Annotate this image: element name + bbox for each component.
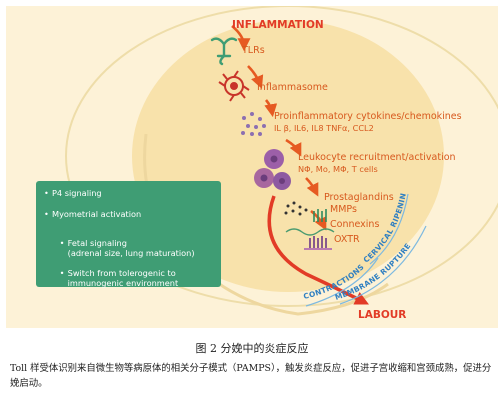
stage-leukocyte: Leukocyte recruitment/activation [298, 152, 456, 163]
stage-leukocyte-detail: NΦ, Mo, MΦ, T cells [298, 164, 378, 174]
stage-cytokines: Proinflammatory cytokines/chemokines [274, 111, 462, 122]
figure-title: INFLAMMATION [232, 19, 324, 31]
mmp-icon [313, 209, 327, 222]
stage-inflammasome: Inflammasome [257, 82, 328, 93]
bullet-icon: • [59, 238, 65, 249]
side-item-myometrial: •Myometrial activation [44, 209, 142, 219]
pathway-arcs [305, 193, 427, 307]
stage-cytokines-detail: IL β, IL6, IL8 TNFα, CCL2 [274, 123, 374, 133]
connexin-icon [285, 228, 335, 236]
tlr-receptor-icon [210, 37, 238, 66]
leukocyte-cells-icon [254, 149, 291, 190]
labour-label: LABOUR [358, 309, 407, 321]
cytokine-dots-icon [241, 112, 266, 136]
figure-caption: 图 2 分娩中的炎症反应 [195, 342, 309, 355]
bullet-icon: • [44, 209, 49, 219]
stage-oxtr: OXTR [334, 234, 360, 245]
prostaglandin-dots-icon [284, 201, 308, 216]
stage-mmps: MMPs [330, 204, 357, 215]
figure-description: Toll 样受体识别来自微生物等病原体的相关分子模式（PAMPS），触发炎症反应… [10, 363, 492, 389]
side-item-switch: •Switch from tolerogenic to immunogenic … [59, 268, 179, 288]
inflammation-figure: CONTRACTIONS CERVICAL RIPENING MEMBRANE … [6, 6, 498, 328]
oxtr-receptor-icon [304, 236, 332, 250]
side-box: •P4 signaling •Myometrial activation •Fe… [36, 181, 221, 288]
labour-arrow [267, 195, 370, 305]
side-item-p4: •P4 signaling [44, 188, 102, 198]
stage-tlrs: TLRs [242, 45, 265, 56]
stage-prostaglandins: Prostaglandins [324, 192, 394, 203]
inflammasome-icon [218, 70, 250, 102]
bullet-icon: • [59, 268, 65, 279]
bullet-icon: • [44, 188, 49, 198]
stage-connexins: Connexins [330, 219, 380, 230]
side-item-fetal: •Fetal signaling (adrenal size, lung mat… [59, 238, 195, 258]
